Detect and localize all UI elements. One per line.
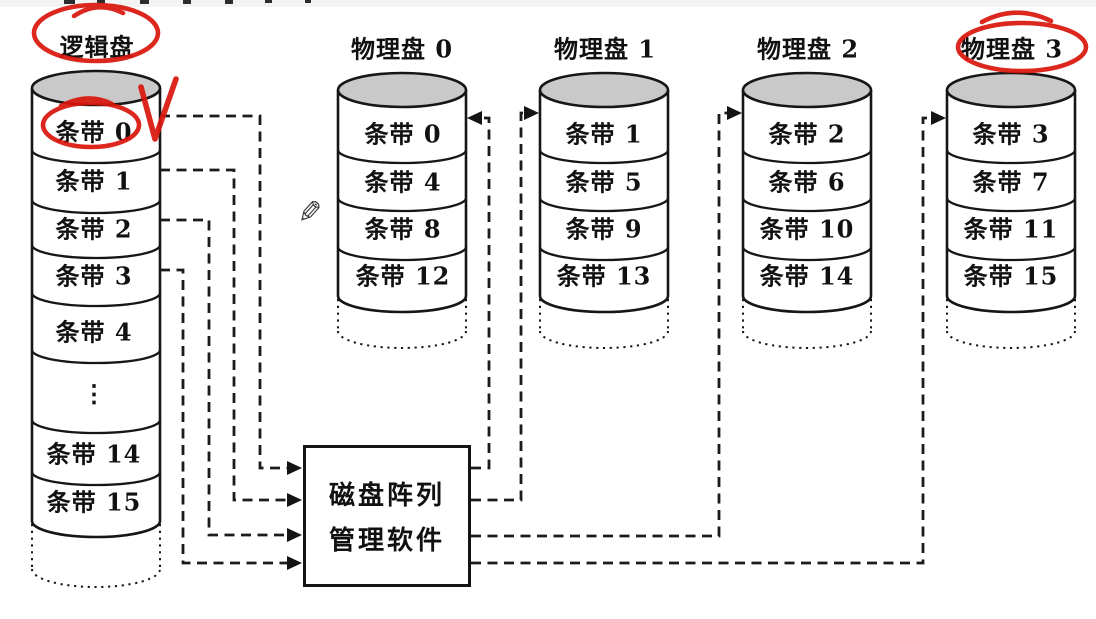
line-stripe1-to-controller xyxy=(160,168,289,502)
logical-stripes-ellipsis: ⋮ xyxy=(82,379,106,408)
pd1-stripe-label-2: 条带 9 xyxy=(565,214,643,244)
physical-disk-3-cylinder xyxy=(945,71,1077,349)
logical-stripe-2-label: 条带 2 xyxy=(55,214,133,244)
top-cropped-text-marks xyxy=(64,0,311,4)
pd2-stripe-label-3: 条带 14 xyxy=(759,261,855,291)
physical-disk-1-title: 物理盘 1 xyxy=(553,34,657,64)
top-cropped-strip xyxy=(0,0,1096,7)
arrowhead-into-controller-4 xyxy=(287,556,302,570)
pd2-stripe-label-1: 条带 6 xyxy=(768,167,846,197)
line-controller-to-disk2 xyxy=(471,111,728,538)
pd0-stripe-label-1: 条带 4 xyxy=(364,167,442,197)
arrowhead-into-disk2 xyxy=(727,106,742,120)
red-circle-logical-title xyxy=(31,2,161,64)
pd0-stripe-label-3: 条带 12 xyxy=(355,261,451,291)
line-stripe2-to-controller xyxy=(160,218,289,537)
pd3-stripe-label-0: 条带 3 xyxy=(972,119,1050,149)
red-circle-physical3-title xyxy=(955,20,1089,74)
arrowhead-into-controller-3 xyxy=(287,528,302,542)
pd3-stripe-label-1: 条带 7 xyxy=(972,167,1050,197)
physical-disk-0-title: 物理盘 0 xyxy=(350,34,454,64)
controller-label-line1: 磁盘阵列 xyxy=(328,481,445,511)
logical-disk-cylinder xyxy=(30,69,162,588)
line-controller-to-disk1 xyxy=(471,111,525,502)
pd2-stripe-label-2: 条带 10 xyxy=(759,214,855,244)
logical-stripe-3-label: 条带 3 xyxy=(55,261,133,291)
pd3-stripe-label-3: 条带 15 xyxy=(963,261,1059,291)
line-stripe3-to-controller xyxy=(160,268,289,565)
red-circle-physical3-title-tail xyxy=(979,10,1054,25)
pd2-stripe-label-0: 条带 2 xyxy=(768,119,846,149)
pd1-stripe-label-1: 条带 5 xyxy=(565,167,643,197)
pd3-stripe-label-2: 条带 11 xyxy=(963,214,1059,244)
pd1-stripe-label-3: 条带 13 xyxy=(556,261,652,291)
physical-disk-2-cylinder xyxy=(741,71,873,349)
logical-stripe-1-label: 条带 1 xyxy=(55,166,133,196)
arrowhead-into-disk1 xyxy=(524,106,539,120)
logical-disk-dotted-extension xyxy=(31,524,161,588)
logical-stripe-4-label: 条带 4 xyxy=(55,317,133,347)
pd0-stripe-label-0: 条带 0 xyxy=(364,119,442,149)
line-controller-to-disk0 xyxy=(471,116,491,470)
arrowhead-into-controller-2 xyxy=(287,493,302,507)
red-circle-stripe0 xyxy=(40,100,142,150)
controller-label-line2: 管理软件 xyxy=(328,526,445,556)
arrowhead-into-disk0 xyxy=(467,111,482,125)
red-checkmark xyxy=(138,76,179,142)
red-circle-logical-title-tail xyxy=(71,4,126,19)
physical-disk-3-title: 物理盘 3 xyxy=(960,34,1064,64)
pd1-stripe-label-0: 条带 1 xyxy=(565,119,643,149)
physical-disk-1-cylinder xyxy=(538,71,670,349)
physical-disk-2-title: 物理盘 2 xyxy=(756,34,860,64)
disk-array-management-software-box: 磁盘阵列 管理软件 xyxy=(303,445,471,587)
line-stripe0-to-controller xyxy=(160,114,289,470)
physical-disk-0-cylinder xyxy=(336,71,468,349)
red-circle-stripe0-tail xyxy=(58,96,115,109)
arrowhead-into-disk3 xyxy=(931,111,946,125)
pd0-stripe-label-2: 条带 8 xyxy=(364,214,442,244)
logical-stripe-15-label: 条带 15 xyxy=(46,487,142,517)
arrowhead-into-controller-1 xyxy=(287,461,302,475)
logical-stripe-14-label: 条带 14 xyxy=(46,439,142,469)
